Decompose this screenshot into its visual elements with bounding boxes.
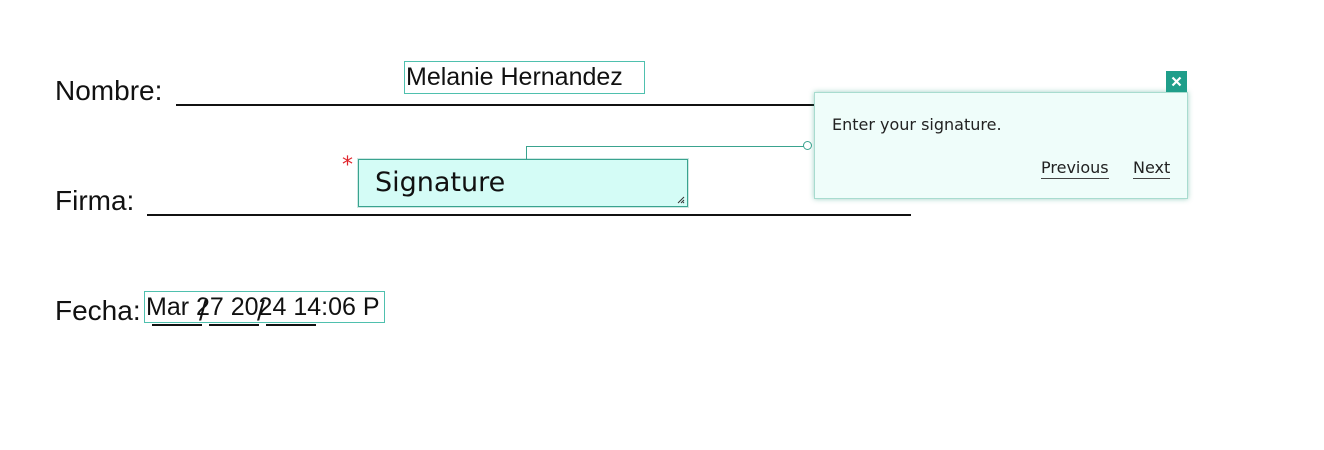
- signature-label: Firma:: [55, 185, 135, 216]
- close-icon: [1171, 76, 1182, 87]
- required-indicator: *: [342, 153, 353, 178]
- date-separator: /: [199, 295, 207, 326]
- date-field[interactable]: Mar 27 2024 14:06 P: [144, 291, 385, 323]
- name-field[interactable]: Melanie Hernandez: [404, 61, 645, 94]
- signature-tooltip: Enter your signature. Previous Next: [814, 92, 1188, 199]
- close-button[interactable]: [1166, 71, 1187, 92]
- name-underline: [176, 104, 816, 106]
- signature-placeholder: Signature: [375, 167, 506, 198]
- date-underline-year: [266, 324, 316, 326]
- date-underline-month: [209, 324, 259, 326]
- tooltip-connector: [526, 146, 527, 159]
- date-separator: /: [257, 295, 265, 326]
- resize-grip-icon[interactable]: [677, 196, 685, 204]
- tooltip-message: Enter your signature.: [832, 115, 1002, 134]
- previous-button[interactable]: Previous: [1041, 158, 1109, 179]
- date-label: Fecha:: [55, 295, 141, 326]
- next-button[interactable]: Next: [1133, 158, 1171, 179]
- signature-underline: [147, 214, 911, 216]
- signature-field[interactable]: Signature: [358, 159, 688, 207]
- date-underline-day: [152, 324, 202, 326]
- tooltip-connector-line: [526, 146, 805, 147]
- tooltip-anchor-dot: [803, 141, 812, 150]
- name-label: Nombre:: [55, 75, 163, 106]
